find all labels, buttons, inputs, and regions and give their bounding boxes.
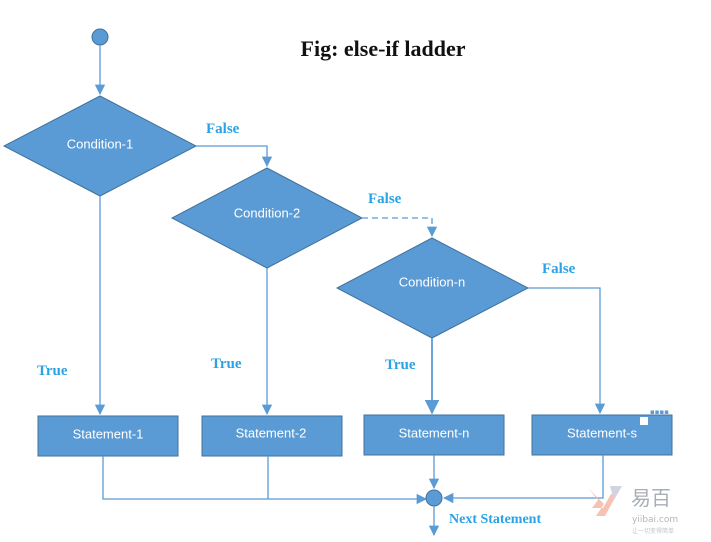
watermark-domain: yiibai.com	[632, 515, 678, 525]
edge-condition-2-false	[362, 217, 438, 238]
condition-n-false-label: False	[542, 261, 576, 277]
statement-n-box	[363, 414, 505, 456]
edge-statement-1-merge	[102, 456, 428, 505]
corner-annotation: ▪▪▪▪	[650, 408, 669, 416]
condition-n-true-label: True	[385, 357, 416, 373]
condition-1-label: Condition-1	[67, 136, 134, 151]
statement-1-box	[37, 415, 179, 457]
edge-condition-n-false	[528, 287, 606, 415]
condition-2-false-label: False	[368, 191, 402, 207]
next-statement-label: Next Statement	[449, 512, 541, 527]
edge-statement-s-merge	[442, 455, 604, 504]
start-node	[91, 28, 109, 46]
statement-2-label: Statement-2	[236, 425, 307, 440]
statement-n-label: Statement-n	[399, 425, 470, 440]
statement-2-box	[201, 415, 343, 457]
statement-s-corner-mark	[640, 417, 648, 425]
watermark-logo-icon	[588, 488, 617, 516]
watermark: 易百 yiibai.com 让一切变得简单	[588, 486, 678, 535]
watermark-tagline: 让一切变得简单	[632, 527, 674, 535]
edge-condition-1-false	[196, 145, 273, 168]
condition-2-true-label: True	[211, 356, 242, 372]
merge-node	[425, 489, 443, 507]
statement-s-label: Statement-s	[567, 425, 638, 440]
watermark-brand: 易百	[631, 486, 671, 510]
condition-2-label: Condition-2	[234, 205, 301, 220]
condition-1-false-label: False	[206, 121, 240, 137]
statement-s-box	[531, 414, 673, 456]
figure-title: Fig: else-if ladder	[301, 36, 466, 61]
condition-n-label: Condition-n	[399, 274, 466, 289]
statement-1-label: Statement-1	[73, 426, 144, 441]
condition-1-true-label: True	[37, 363, 68, 379]
